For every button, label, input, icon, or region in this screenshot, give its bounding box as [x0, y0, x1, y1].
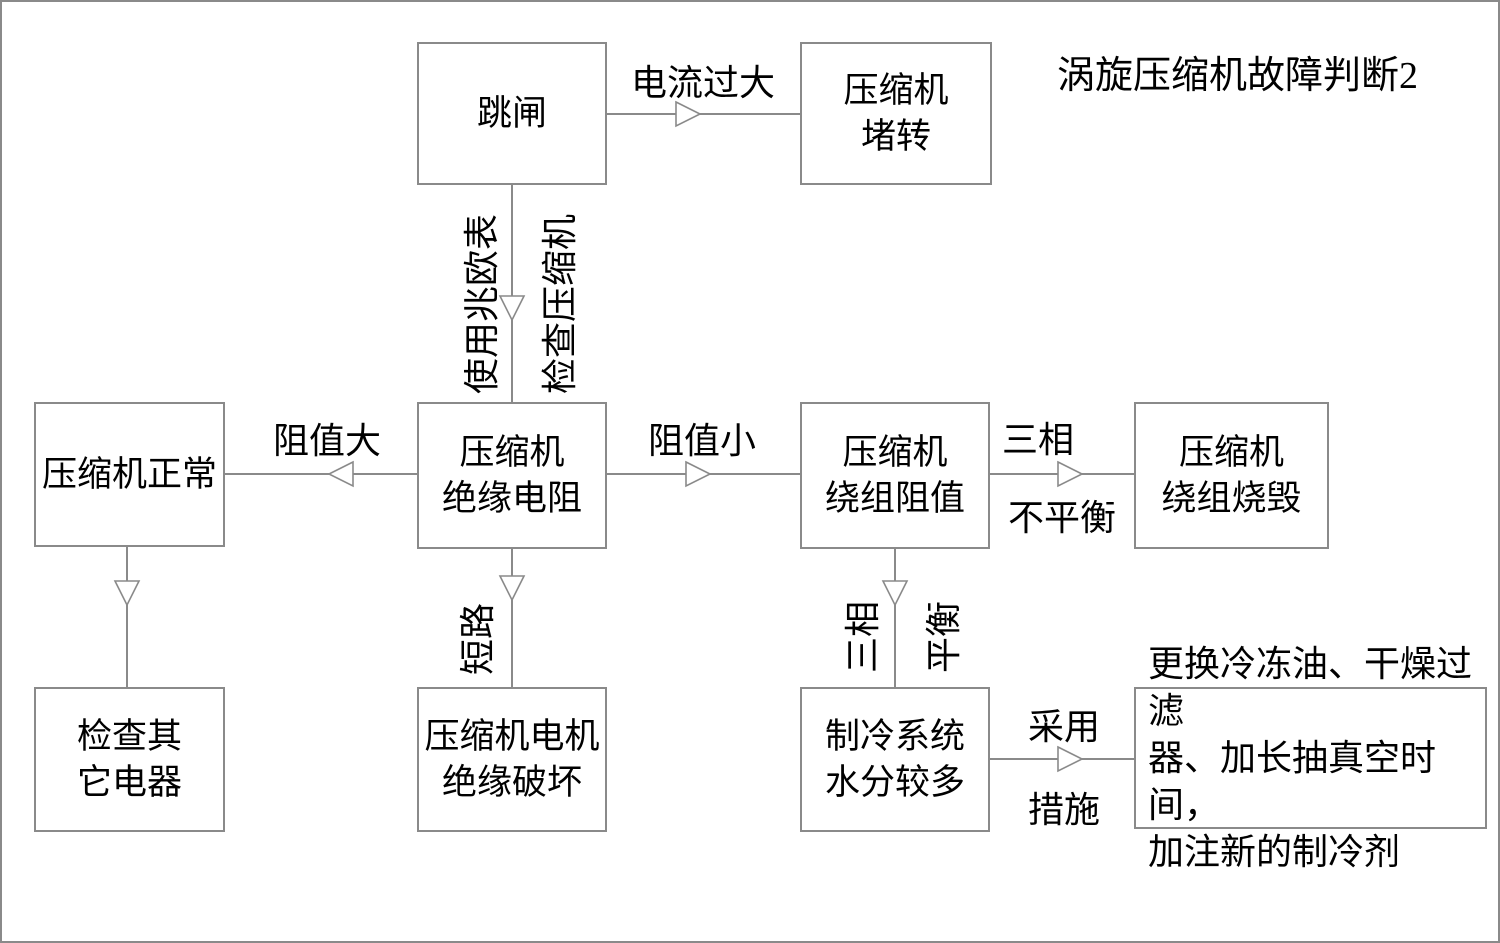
- connector-insulation-to-normal: [225, 473, 417, 475]
- arrowhead-right-overcurrent-icon: [675, 100, 702, 128]
- node-trip-label: 跳闸: [476, 93, 547, 133]
- label-measures-word: 措施: [1027, 790, 1100, 830]
- arrowhead-down-check-other-icon: [113, 580, 141, 607]
- label-short-circuit: 短路: [458, 603, 498, 676]
- node-compressor-normal-label: 压缩机正常: [41, 454, 217, 494]
- connector-trip-to-insulation: [511, 185, 513, 402]
- label-balanced: 平衡: [924, 601, 964, 674]
- node-insulation-resistance: 压缩机 绝缘电阻: [417, 402, 607, 549]
- label-three-phase: 三相: [1001, 420, 1074, 460]
- node-winding-resistance-label: 压缩机 绕组阻值: [824, 432, 965, 518]
- connector-trip-to-locked-rotor: [607, 113, 800, 115]
- node-insulation-resistance-label: 压缩机 绝缘电阻: [441, 432, 582, 518]
- label-unbalanced: 不平衡: [1007, 498, 1116, 538]
- node-motor-insulation-damage-label: 压缩机电机 绝缘破坏: [424, 716, 600, 802]
- arrowhead-right-adopt-icon: [1057, 745, 1084, 773]
- label-check-compressor: 检查压缩机: [540, 214, 580, 395]
- node-locked-rotor-label: 压缩机 堵转: [843, 70, 949, 156]
- node-check-other-electrics-label: 检查其 它电器: [76, 716, 182, 802]
- arrowhead-right-three-phase-icon: [1057, 460, 1084, 488]
- node-locked-rotor: 压缩机 堵转: [800, 42, 992, 185]
- node-trip: 跳闸: [417, 42, 607, 185]
- arrowhead-down-short-circuit-icon: [498, 575, 526, 602]
- arrowhead-down-check-compressor-icon: [498, 295, 526, 322]
- node-measures: 更换冷冻油、干燥过滤 器、加长抽真空时间， 加注新的制冷剂: [1134, 644, 1487, 872]
- label-overcurrent: 电流过大: [630, 63, 775, 103]
- arrowhead-right-resistance-small-icon: [685, 460, 712, 488]
- node-system-moisture-label: 制冷系统 水分较多: [824, 716, 965, 802]
- node-winding-resistance: 压缩机 绕组阻值: [800, 402, 990, 549]
- connector-normal-to-check-other: [126, 547, 128, 687]
- node-measures-label: 更换冷冻油、干燥过滤 器、加长抽真空时间， 加注新的制冷剂: [1148, 643, 1473, 872]
- node-compressor-normal: 压缩机正常: [34, 402, 225, 547]
- label-resistance-large: 阻值大: [272, 421, 381, 461]
- diagram-title: 涡旋压缩机故障判断2: [1057, 55, 1419, 97]
- arrowhead-down-balanced-icon: [881, 580, 909, 607]
- connector-winding-resistance-to-moisture: [894, 549, 896, 687]
- label-resistance-small: 阻值小: [647, 421, 756, 461]
- arrowhead-left-resistance-large-icon: [327, 460, 354, 488]
- node-system-moisture: 制冷系统 水分较多: [800, 687, 990, 832]
- node-winding-burnout: 压缩机 绕组烧毁: [1134, 402, 1329, 549]
- label-use-megohmmeter: 使用兆欧表: [462, 214, 502, 395]
- node-check-other-electrics: 检查其 它电器: [34, 687, 225, 832]
- label-adopt: 采用: [1027, 707, 1100, 747]
- label-three-phase-vertical: 三相: [843, 601, 883, 674]
- node-motor-insulation-damage: 压缩机电机 绝缘破坏: [417, 687, 607, 832]
- node-winding-burnout-label: 压缩机 绕组烧毁: [1161, 432, 1302, 518]
- connector-insulation-to-motor-damage: [511, 549, 513, 687]
